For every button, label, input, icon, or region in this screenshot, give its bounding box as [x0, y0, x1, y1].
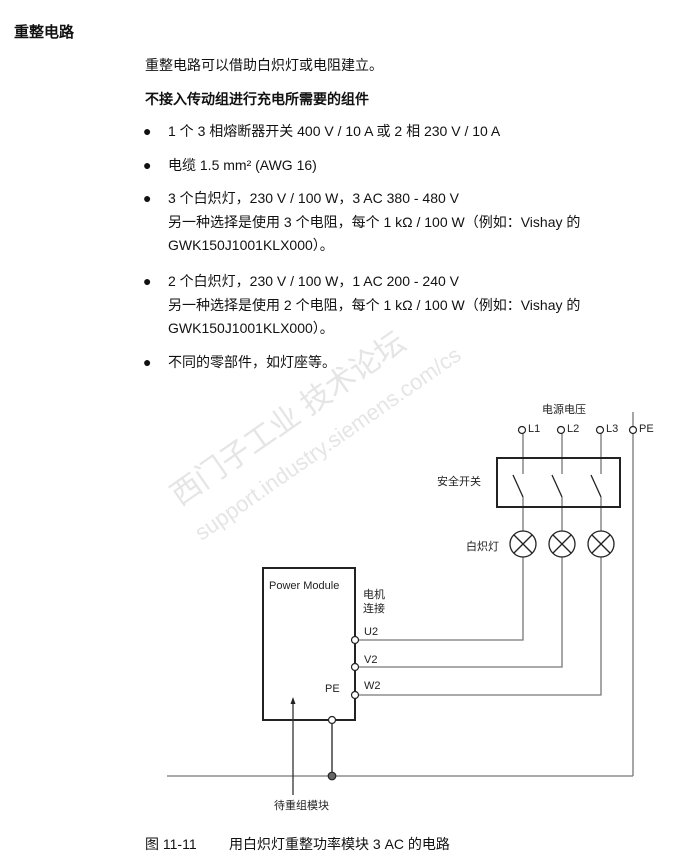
switch-contact-icon [551, 474, 563, 498]
list-item-text: 另一种选择是使用 2 个电阻，每个 1 kΩ / 100 W（例如：Vishay… [168, 297, 581, 313]
terminal-label-l1: L1 [528, 423, 541, 435]
figure-caption: 用白炽灯重整功率模块 3 AC 的电路 [229, 836, 450, 852]
terminal-w2-icon [350, 690, 360, 700]
list-item-text: 电缆 1.5 mm² (AWG 16) [168, 157, 317, 173]
bullet-icon: ● [143, 273, 152, 289]
figure-number: 图 11-11 [145, 836, 197, 852]
output-label-v2: V2 [364, 654, 378, 666]
bullet-icon: ● [143, 354, 152, 370]
list-item-text: 1 个 3 相熔断器开关 400 V / 10 A 或 2 相 230 V / … [168, 123, 501, 139]
terminal-l2-icon [556, 425, 566, 435]
bullet-icon: ● [143, 190, 152, 206]
list-item-text: 不同的零部件，如灯座等。 [168, 354, 336, 370]
terminal-label-pe: PE [639, 423, 654, 435]
terminal-pe-icon [628, 425, 638, 435]
motor-connection-label: 连接 [363, 603, 385, 615]
terminal-l1-icon [517, 425, 527, 435]
supply-voltage-label: 电源电压 [542, 404, 586, 416]
lamp-icon [548, 530, 576, 558]
arrow-icon [290, 697, 296, 704]
list-item-text: 另一种选择是使用 3 个电阻，每个 1 kΩ / 100 W（例如：Vishay… [168, 214, 581, 230]
terminal-u2-icon [350, 635, 360, 645]
terminal-label-l3: L3 [606, 423, 619, 435]
list-item-text: 2 个白炽灯，230 V / 100 W，1 AC 200 - 240 V [168, 273, 460, 289]
output-label-u2: U2 [364, 626, 379, 638]
switch-contact-icon [590, 474, 602, 498]
bullet-icon: ● [143, 123, 152, 139]
bullet-icon: ● [143, 157, 152, 173]
lamp-icon [587, 530, 615, 558]
ground-junction-icon [327, 771, 337, 781]
list-item-text: GWK150J1001KLX000）。 [168, 237, 334, 253]
section-title: 重整电路 [14, 24, 75, 41]
lamps-label: 白炽灯 [466, 541, 499, 553]
motor-connection-label: 电机 [363, 589, 385, 601]
terminal-v2-icon [350, 662, 360, 672]
safety-switch-box [496, 457, 621, 508]
wire-w2 [359, 557, 602, 696]
terminal-label-l2: L2 [567, 423, 580, 435]
safety-switch-label: 安全开关 [437, 476, 481, 488]
terminal-module-pe-icon [327, 715, 337, 725]
components-heading: 不接入传动组进行充电所需要的组件 [145, 91, 369, 107]
power-module-label: Power Module [269, 580, 340, 592]
terminal-l3-icon [595, 425, 605, 435]
list-item-text: 3 个白炽灯，230 V / 100 W，3 AC 380 - 480 V [168, 190, 460, 206]
lamp-icon [509, 530, 537, 558]
module-to-recharge-label: 待重组模块 [274, 800, 329, 812]
switch-contact-icon [512, 474, 524, 498]
wire-u2 [359, 557, 524, 641]
module-pe-label: PE [325, 683, 340, 695]
wire-v2 [359, 557, 563, 668]
output-label-w2: W2 [364, 680, 381, 692]
intro-paragraph: 重整电路可以借助白炽灯或电阻建立。 [145, 57, 383, 73]
list-item-text: GWK150J1001KLX000）。 [168, 320, 334, 336]
